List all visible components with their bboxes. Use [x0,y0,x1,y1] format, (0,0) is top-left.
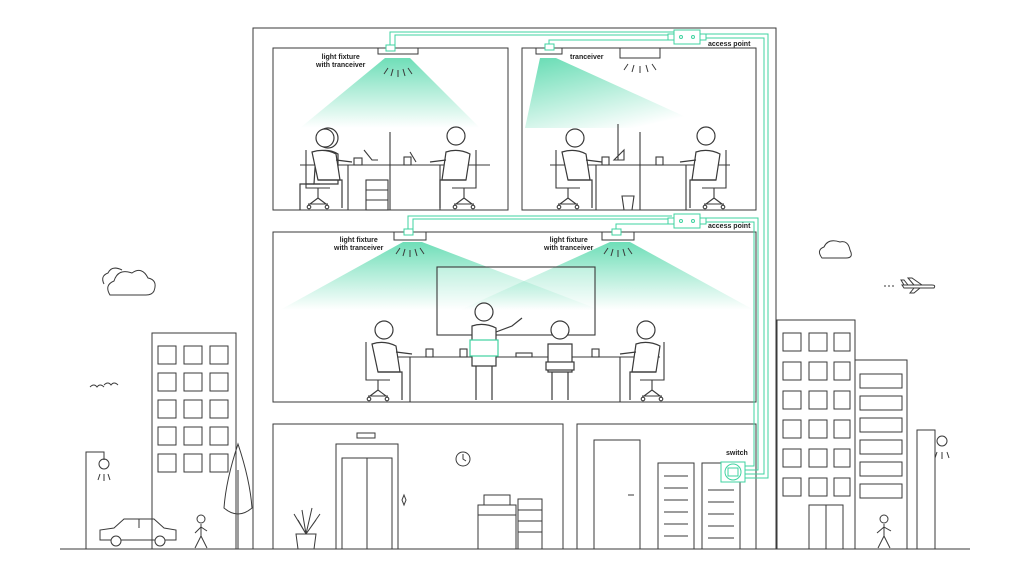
label-light-fixture-2-line2: with tranceiver [334,245,384,252]
chair-4 [702,150,727,210]
chair-1 [305,150,330,210]
tree [223,442,253,549]
worker-4-figure [679,126,721,208]
label-access-point-mid: access point [708,223,751,230]
access-point-top [667,29,707,45]
access-point-mid [667,213,707,229]
label-light-fixture-1-line1: light fixture [321,54,360,61]
chair-5 [365,342,390,402]
network-cables [389,31,769,479]
switch-device [720,461,746,483]
birds [89,382,119,388]
cloud-left [102,267,156,296]
right-tower [776,319,908,550]
pedestrian-right [876,514,892,549]
chair-2 [452,150,477,210]
light-fixture-4 [601,228,635,257]
cloud-right [818,240,852,259]
worker-2-figure [429,126,471,208]
attendee-2-figure [545,320,575,400]
chair-6 [640,342,665,402]
label-light-fixture-2: light fixture with tranceiver [334,237,383,253]
conference-room [390,266,660,402]
label-switch: switch [726,450,748,457]
light-beam-1 [300,58,480,128]
server-room [593,439,741,550]
pedestrian-left [194,514,208,549]
label-light-fixture-3-line2: with tranceiver [544,245,594,252]
chair-3 [555,150,580,210]
attendee-1-figure [371,320,413,400]
worker-1-figure [311,128,353,208]
label-light-fixture-2-line1: light fixture [339,237,378,244]
label-access-point-top: access point [708,41,751,48]
presenter-figure [469,302,523,400]
label-light-fixture-3-line1: light fixture [549,237,588,244]
label-light-fixture-1-line2: with tranceiver [316,62,366,69]
street-lamp-left [85,451,111,549]
light-fixture-2 [535,43,563,55]
worker-3-figure [561,128,603,208]
lobby [293,432,543,550]
light-fixture-1 [377,44,419,77]
label-light-fixture-1: light fixture with tranceiver [316,54,365,70]
light-beam-2 [525,58,710,128]
street-lamp-right [916,429,950,549]
left-tower [151,332,237,550]
airplane [884,277,936,294]
car [99,518,177,547]
label-light-fixture-3: light fixture with tranceiver [544,237,593,253]
attendee-3-figure [619,320,661,400]
light-beam-4 [460,242,754,310]
light-fixture-2b [619,47,661,73]
label-tranceiver-top: tranceiver [570,54,604,61]
